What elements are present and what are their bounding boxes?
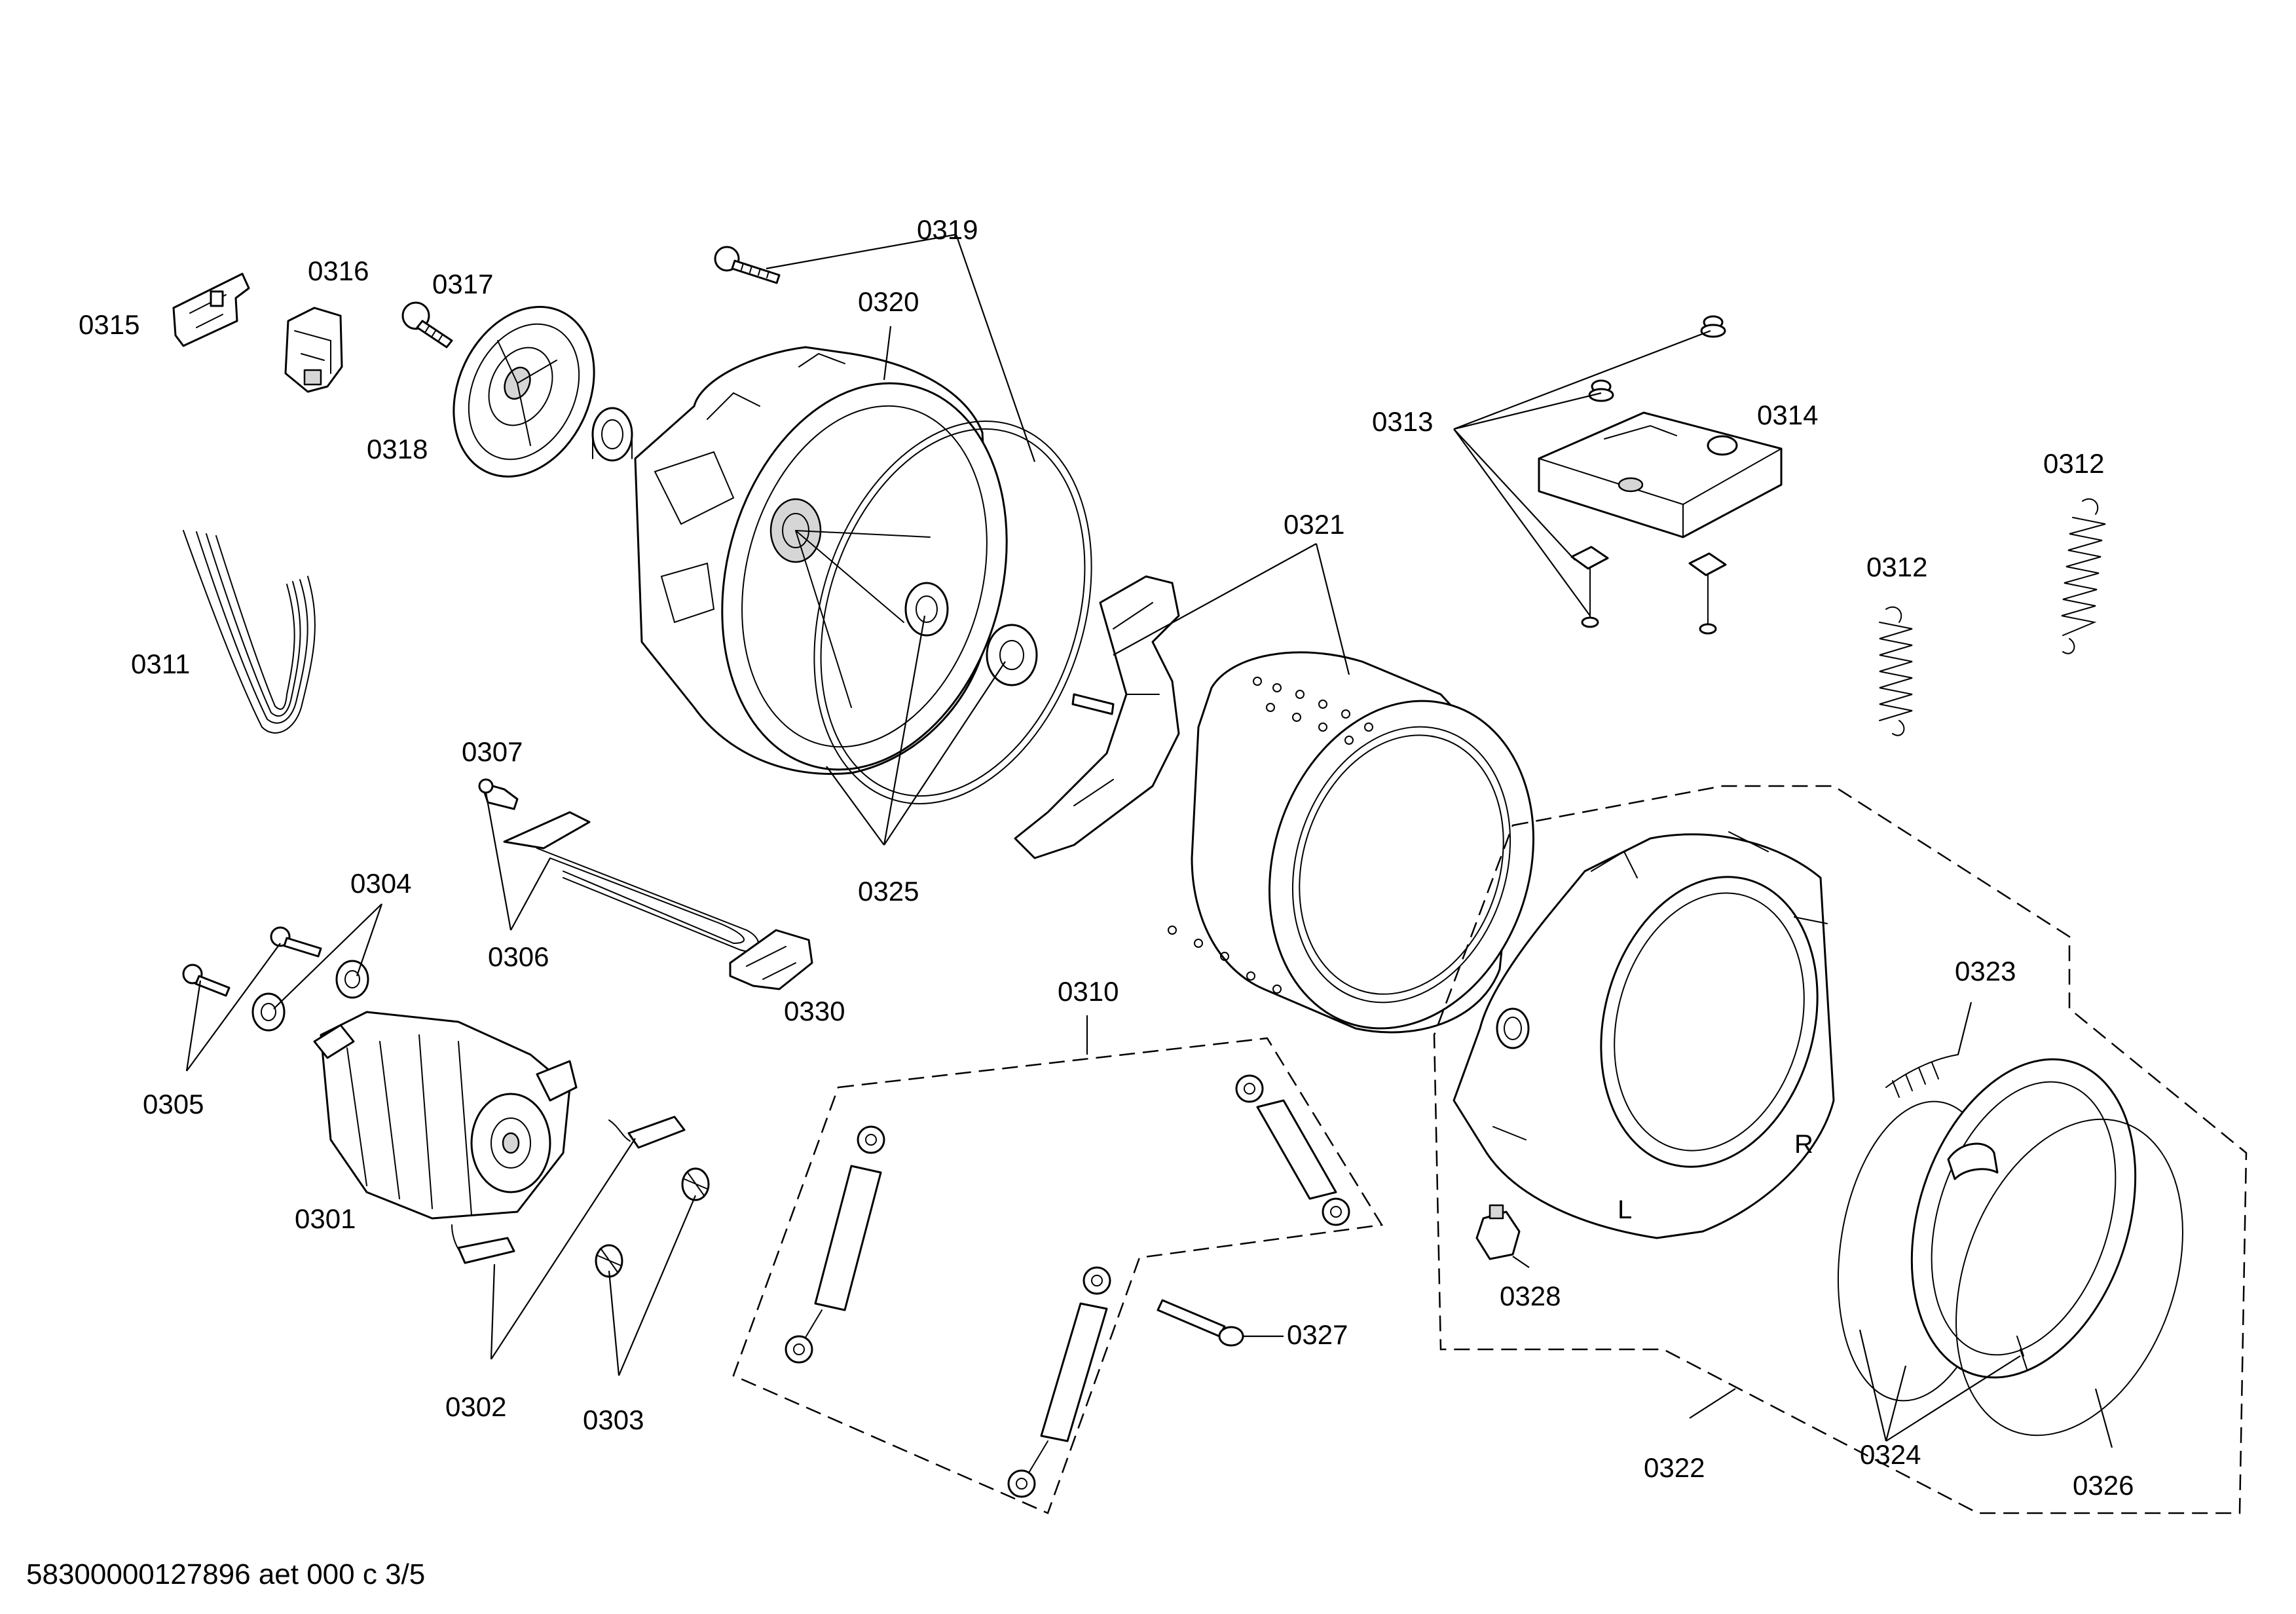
tub-marking-l: L	[1618, 1195, 1632, 1224]
part-0323-door-seal	[1885, 1054, 2137, 1379]
label-0301: 0301	[295, 1203, 356, 1234]
part-0317-screw	[401, 301, 453, 348]
part-0302-brush-b	[451, 1224, 515, 1264]
tub-marking-r: R	[1794, 1130, 1813, 1159]
label-0330: 0330	[784, 996, 845, 1026]
part-0313-fixings	[1570, 315, 1727, 635]
part-0326-clamp-ring	[1955, 1118, 2183, 1436]
label-0319: 0319	[917, 214, 978, 245]
label-0306: 0306	[488, 941, 549, 972]
label-0317: 0317	[432, 269, 493, 299]
label-0305: 0305	[143, 1089, 204, 1119]
part-0314-plate	[1538, 411, 1783, 538]
label-0316: 0316	[308, 255, 369, 286]
label-0304: 0304	[350, 868, 411, 899]
leader-lines	[185, 233, 2113, 1448]
label-0302: 0302	[445, 1391, 506, 1422]
part-0316-holder	[284, 307, 343, 393]
label-0321: 0321	[1284, 509, 1344, 540]
part-0310-damper-a	[785, 1125, 885, 1364]
part-rear-tub	[634, 346, 1008, 775]
part-0318-pulley	[453, 306, 595, 478]
label-0303: 0303	[583, 1404, 644, 1435]
label-0326: 0326	[2073, 1470, 2134, 1501]
label-0322: 0322	[1644, 1452, 1705, 1483]
part-0312-spring-right	[2061, 498, 2106, 654]
part-0304-parts	[251, 926, 369, 1032]
label-0310: 0310	[1058, 976, 1119, 1007]
part-bearing	[591, 407, 633, 462]
part-0303-cap-a	[681, 1167, 710, 1201]
part-0310-damper-b	[1235, 1074, 1350, 1226]
part-0315-bracket	[172, 272, 250, 347]
label-0311: 0311	[131, 648, 190, 679]
label-0320: 0320	[858, 286, 919, 317]
label-0312-left: 0312	[1866, 552, 1927, 582]
part-0311-belt	[183, 530, 316, 734]
group-0322-outline	[1433, 785, 2248, 1514]
label-0313: 0313	[1372, 406, 1433, 437]
drawing-reference: 58300000127896 aet 000 c 3/5	[26, 1558, 425, 1590]
part-drum-spider	[1014, 575, 1180, 859]
part-0322-front-tub: R L	[1453, 831, 1835, 1239]
label-0325: 0325	[858, 876, 919, 907]
part-0310-damper-c	[1007, 1266, 1111, 1498]
part-0312-spring-left	[1879, 606, 1913, 736]
part-labels: 0315 0316 0317 0318 0319 0320 0311 0321 …	[79, 214, 2134, 1501]
label-0328: 0328	[1500, 1281, 1561, 1311]
label-0324: 0324	[1860, 1439, 1921, 1470]
part-0301-motor	[313, 1011, 578, 1220]
part-0302-brush-a	[608, 1116, 686, 1149]
group-0310-outline	[732, 1037, 1384, 1514]
part-0328-sensor	[1475, 1204, 1521, 1260]
part-0330-connector	[729, 929, 813, 990]
label-0327: 0327	[1287, 1319, 1348, 1350]
label-0307: 0307	[462, 736, 523, 767]
part-0307-sensor	[478, 778, 519, 810]
part-0319-screw	[714, 246, 781, 284]
label-0315: 0315	[79, 309, 139, 340]
part-0327-bolt	[1157, 1299, 1244, 1347]
part-0305-screw	[182, 964, 231, 997]
label-0318: 0318	[367, 434, 428, 464]
label-0312-right: 0312	[2043, 448, 2104, 479]
part-0306-heater	[503, 811, 760, 952]
label-0323: 0323	[1955, 956, 2016, 986]
drum-perforations	[1168, 677, 1373, 994]
label-0314: 0314	[1757, 400, 1818, 430]
